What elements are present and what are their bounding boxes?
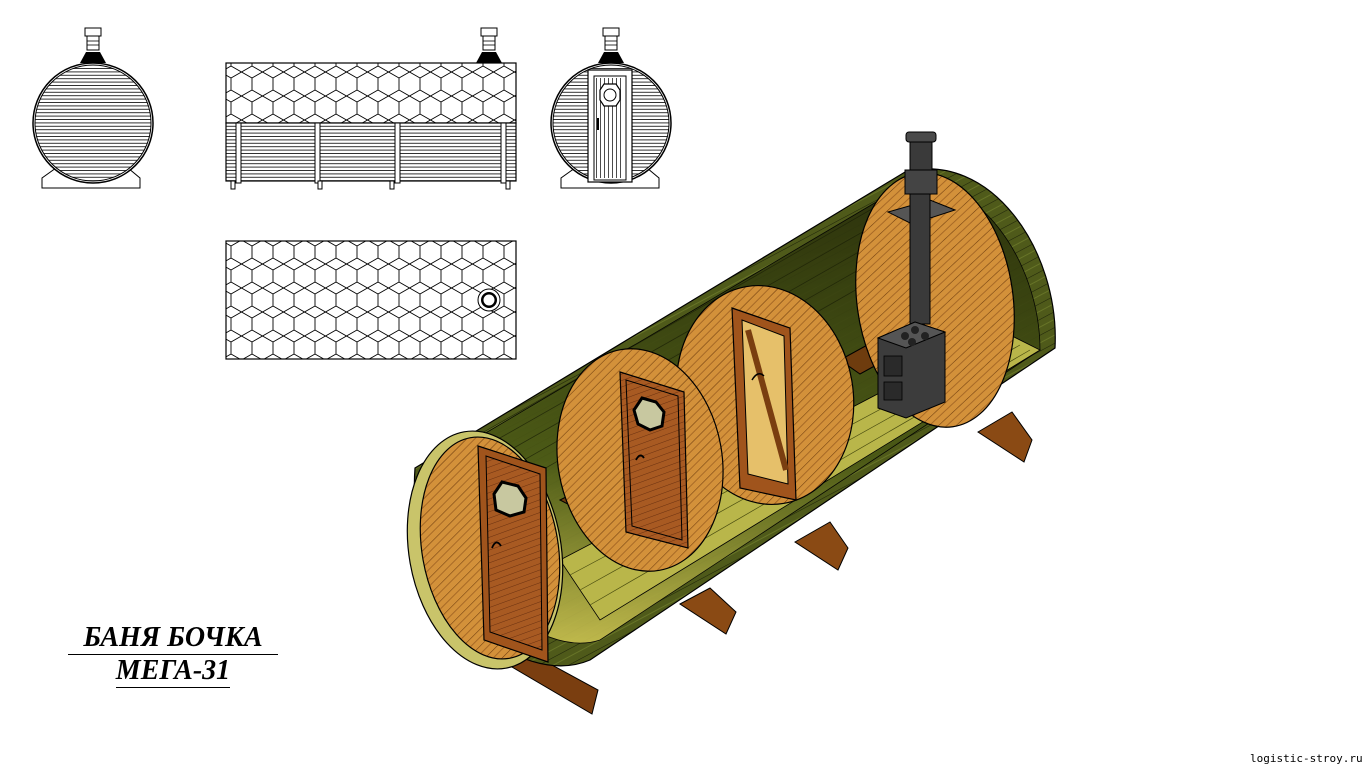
stove-icon [876, 131, 957, 419]
title-line-2: МЕГА-31 [115, 655, 231, 688]
support-cradle [679, 587, 737, 635]
side-view [225, 27, 517, 190]
porthole-window-icon [599, 83, 621, 107]
chimney-hole-icon [477, 288, 501, 312]
porthole-window-icon [632, 396, 666, 432]
top-view [225, 240, 517, 360]
isometric-barrel-view [406, 131, 1056, 715]
chimney-icon [80, 27, 106, 63]
chimney-icon [476, 27, 502, 63]
chimney-icon [598, 27, 624, 63]
drawing-title: БАНЯ БОЧКА МЕГА-31 [68, 622, 278, 688]
watermark-url: logistic-stroy.ru [1250, 752, 1363, 765]
glass-door [731, 307, 797, 501]
end-view-front [550, 27, 672, 189]
support-cradle [977, 411, 1033, 463]
entrance-door [477, 445, 549, 663]
inner-door [619, 371, 689, 549]
end-view-back [32, 27, 154, 189]
porthole-window-icon [492, 480, 528, 518]
support-cradle [794, 521, 849, 571]
title-line-1: БАНЯ БОЧКА [68, 622, 278, 655]
